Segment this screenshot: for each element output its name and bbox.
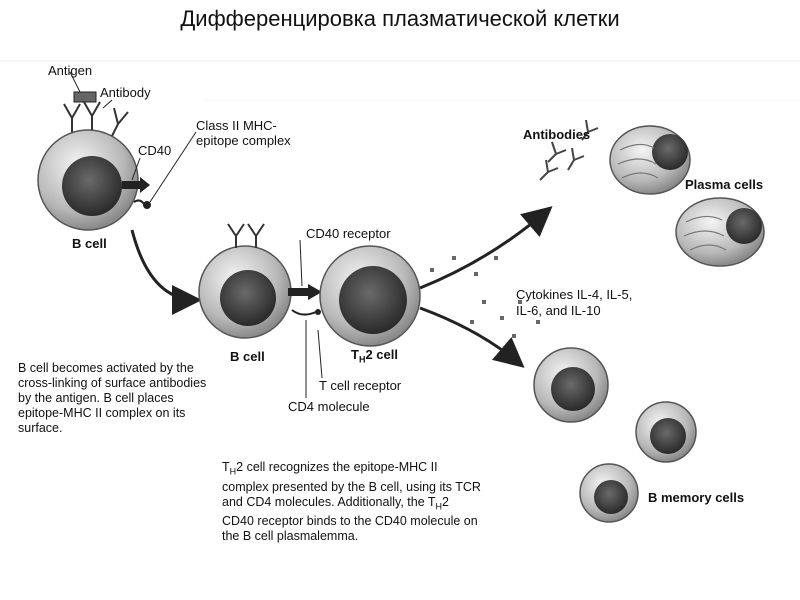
label-b-cell-2: B cell (230, 349, 265, 364)
memory-cell-3 (579, 463, 639, 523)
b-cell-2 (198, 245, 292, 339)
free-antibodies-icon (539, 119, 599, 181)
cd40-receptor-binding (288, 284, 322, 316)
label-b-memory-cells: B memory cells (648, 490, 745, 505)
th2-cell (319, 245, 421, 347)
label-antibodies: Antibodies (523, 127, 591, 142)
mhc-complex-icon (133, 199, 151, 209)
label-th2-cell: TH2 cell (351, 347, 398, 365)
label-cd40: CD40 (138, 143, 172, 158)
label-cd40-receptor: CD40 receptor (306, 226, 391, 241)
background-watermark-text (0, 60, 800, 101)
label-mhc-line1: Class II MHC- (196, 118, 277, 133)
label-antibody: Antibody (100, 85, 151, 100)
page-title: Дифференцировка плазматической клетки (180, 6, 620, 31)
label-cytokines-line1: Cytokines IL-4, IL-5, (516, 287, 633, 302)
label-antigen: Antigen (48, 63, 93, 78)
memory-arrow (419, 306, 525, 368)
label-t-cell-receptor: T cell receptor (319, 378, 402, 393)
antibody-icon (227, 223, 265, 248)
memory-cell-2 (635, 401, 697, 463)
b-cell-1 (37, 129, 139, 231)
memory-cell-1 (533, 347, 609, 423)
cytokine-particles (430, 256, 540, 338)
label-cytokines-line2: IL-6, and IL-10 (516, 303, 601, 318)
caption-recognition: TH2 cell recognizes the epitope-MHC II c… (222, 460, 481, 543)
cd40-arrow (122, 177, 150, 193)
antigen-icon (73, 91, 97, 103)
plasma-cell-1 (609, 125, 691, 195)
label-plasma-cells: Plasma cells (685, 177, 764, 192)
activation-arrow (130, 229, 202, 315)
plasma-cell-2 (675, 197, 765, 267)
label-b-cell-1: B cell (72, 236, 107, 251)
label-mhc-line2: epitope complex (196, 133, 291, 148)
antibody-icon (63, 101, 129, 137)
label-cd4-molecule: CD4 molecule (288, 399, 370, 414)
caption-activation: B cell becomes activated by the cross-li… (18, 361, 207, 435)
plasma-arrow (419, 206, 553, 290)
